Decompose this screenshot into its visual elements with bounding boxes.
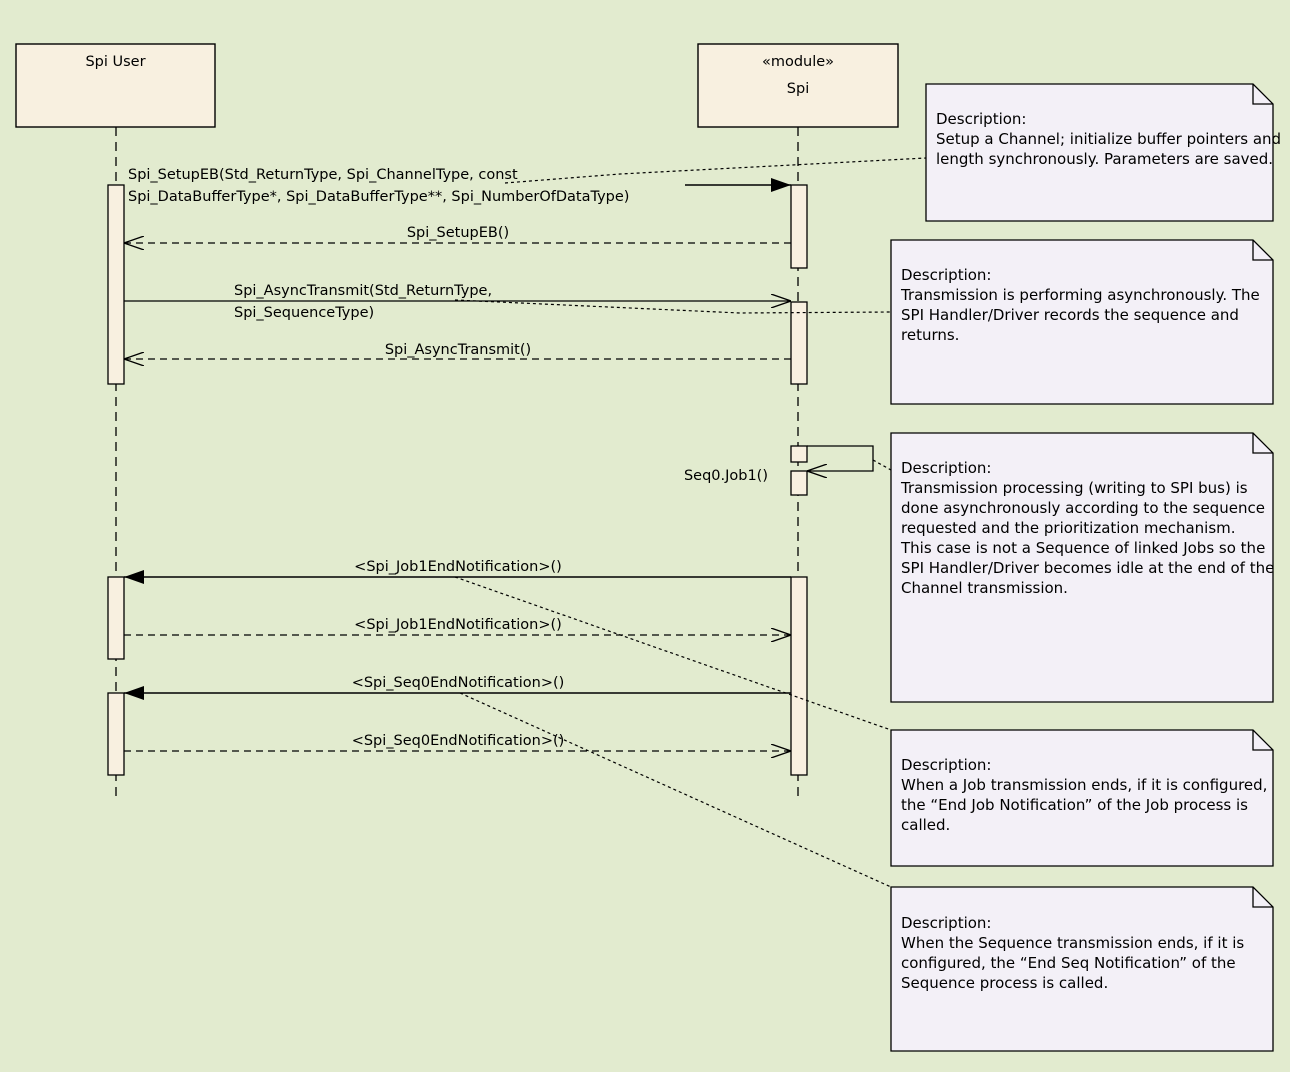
svg-text:Spi_AsyncTransmit(): Spi_AsyncTransmit(): [385, 342, 531, 358]
note-connector-setup: [504, 157, 927, 184]
svg-text:Spi_SetupEB(): Spi_SetupEB(): [407, 225, 509, 241]
activation-bar-spi-1: [790, 184, 808, 269]
svg-text:<Spi_Job1EndNotification>(): <Spi_Job1EndNotification>(): [354, 559, 562, 575]
lifeline-label-spi-user: Spi User: [85, 54, 145, 70]
message-setup-return: Spi_SetupEB(): [124, 225, 791, 243]
note-job-end-text: Description: When a Job transmission end…: [901, 756, 1272, 834]
message-seq0-return: <Spi_Seq0EndNotification>(): [124, 733, 791, 751]
activation-bar-spi-5: [790, 576, 808, 776]
note-job-end: Description: When a Job transmission end…: [890, 729, 1274, 867]
message-setup-call: Spi_SetupEB(Std_ReturnType, Spi_ChannelT…: [128, 167, 791, 205]
note-processing: Description: Transmission processing (wr…: [890, 432, 1279, 703]
lifeline-header-spi-user: [15, 43, 216, 128]
message-job1-return: <Spi_Job1EndNotification>(): [124, 617, 791, 635]
message-self-call: Seq0.Job1(): [684, 445, 874, 484]
note-setup-text: Description: Setup a Channel; initialize…: [936, 110, 1286, 168]
note-seq-end-text: Description: When the Sequence transmiss…: [901, 914, 1249, 992]
activation-bar-spi-2: [790, 301, 808, 385]
svg-text:<Spi_Job1EndNotification>(): <Spi_Job1EndNotification>(): [354, 617, 562, 633]
note-connector-processing: [872, 459, 892, 471]
activation-bar-user-2: [107, 576, 125, 660]
svg-text:Seq0.Job1(): Seq0.Job1(): [684, 468, 768, 484]
activation-bar-spi-4: [790, 470, 808, 496]
note-seq-end: Description: When the Sequence transmiss…: [890, 886, 1274, 1052]
note-async: Description: Transmission is performing …: [890, 239, 1274, 405]
note-connector-async: [454, 299, 892, 314]
note-connector-job-end: [454, 576, 892, 731]
message-async-return: Spi_AsyncTransmit(): [124, 342, 791, 359]
note-processing-text: Description: Transmission processing (wr…: [900, 459, 1279, 597]
svg-text:Spi_SetupEB(Std_ReturnType, Sp: Spi_SetupEB(Std_ReturnType, Spi_ChannelT…: [128, 167, 629, 205]
svg-text:<Spi_Seq0EndNotification>(): <Spi_Seq0EndNotification>(): [352, 733, 565, 749]
lifeline-header-spi: [697, 43, 899, 128]
lifeline-label-spi: Spi: [787, 81, 809, 97]
svg-text:<Spi_Seq0EndNotification>(): <Spi_Seq0EndNotification>(): [352, 675, 565, 691]
message-async-call: Spi_AsyncTransmit(Std_ReturnType, Spi_Se…: [124, 283, 791, 321]
lifeline-spi-user: Spi User: [15, 43, 216, 798]
lifeline-stereotype-spi: «module»: [762, 54, 834, 70]
note-connector-seq-end: [459, 692, 892, 888]
message-job1-call: <Spi_Job1EndNotification>(): [124, 559, 791, 584]
activation-bar-user-3: [107, 692, 125, 776]
note-setup: Description: Setup a Channel; initialize…: [925, 83, 1286, 222]
note-async-text: Description: Transmission is performing …: [900, 266, 1265, 344]
message-seq0-call: <Spi_Seq0EndNotification>(): [124, 675, 791, 700]
activation-bar-user-1: [107, 184, 125, 385]
svg-text:Spi_AsyncTransmit(Std_ReturnTy: Spi_AsyncTransmit(Std_ReturnType, Spi_Se…: [234, 283, 497, 321]
activation-bar-spi-3: [790, 445, 808, 463]
note-connectors: [454, 157, 927, 888]
